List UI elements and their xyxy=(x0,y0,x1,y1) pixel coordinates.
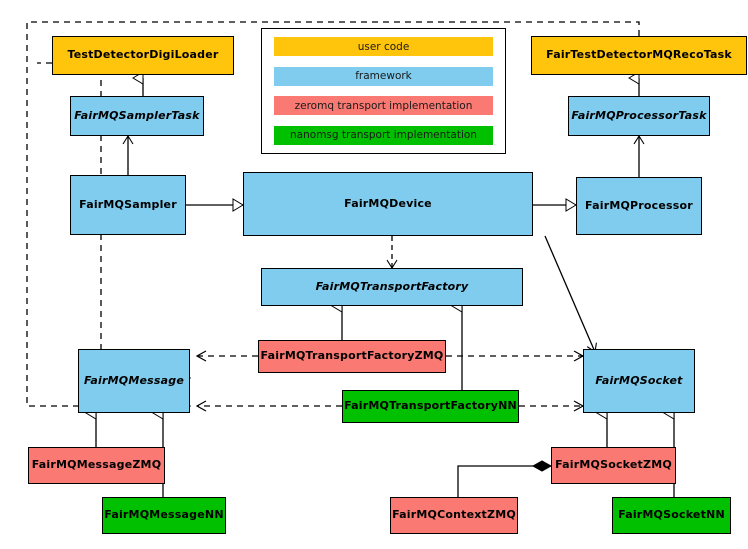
node-label: FairMQMessageNN xyxy=(104,508,224,522)
node-label: FairMQTransportFactory xyxy=(315,279,469,293)
legend-item-framework: framework xyxy=(274,66,493,86)
node-fairmq-socket-zmq[interactable]: FairMQSocketZMQ xyxy=(551,447,676,484)
node-label: FairMQSocketNN xyxy=(618,508,725,522)
node-fairmq-device[interactable]: FairMQDevice xyxy=(243,172,533,236)
node-label: FairMQProcessorTask xyxy=(571,108,707,122)
node-fairmq-transport-factory-nn[interactable]: FairMQTransportFactoryNN xyxy=(342,390,519,423)
legend-item-nanomsg: nanomsg transport implementation xyxy=(274,125,493,145)
node-fairmq-transport-factory-zmq[interactable]: FairMQTransportFactoryZMQ xyxy=(258,340,446,373)
node-fairmq-message-nn[interactable]: FairMQMessageNN xyxy=(102,497,226,534)
node-label: FairMQSocketZMQ xyxy=(555,458,672,472)
node-fairmq-sampler-task[interactable]: FairMQSamplerTask xyxy=(70,96,204,136)
legend-label: zeromq transport implementation xyxy=(294,99,473,112)
node-test-detector-digi-loader[interactable]: TestDetectorDigiLoader xyxy=(52,36,234,75)
node-label: FairMQProcessor xyxy=(585,198,693,212)
node-fairmq-processor-task[interactable]: FairMQProcessorTask xyxy=(568,96,710,136)
node-fairmq-transport-factory[interactable]: FairMQTransportFactory xyxy=(261,268,523,306)
node-label: FairMQTransportFactoryZMQ xyxy=(260,349,444,363)
node-fairmq-sampler[interactable]: FairMQSampler xyxy=(70,175,186,235)
node-label: FairMQMessage xyxy=(83,373,185,387)
node-label: FairMQMessageZMQ xyxy=(31,458,162,472)
node-label: FairMQDevice xyxy=(344,196,432,210)
node-label: FairMQTransportFactoryNN xyxy=(344,399,517,413)
node-fairmq-context-zmq[interactable]: FairMQContextZMQ xyxy=(390,497,518,534)
node-fairmq-socket[interactable]: FairMQSocket xyxy=(583,349,695,413)
legend-label: user code xyxy=(357,40,410,53)
node-fairmq-processor[interactable]: FairMQProcessor xyxy=(576,177,702,235)
node-fairmq-message-zmq[interactable]: FairMQMessageZMQ xyxy=(28,447,165,484)
node-fair-test-detector-mq-reco-task[interactable]: FairTestDetectorMQRecoTask xyxy=(531,36,747,75)
legend-box: user code framework zeromq transport imp… xyxy=(261,28,506,154)
node-label: FairTestDetectorMQRecoTask xyxy=(546,48,732,62)
node-label: FairMQContextZMQ xyxy=(392,508,516,522)
node-label: FairMQSamplerTask xyxy=(74,108,200,122)
legend-item-user-code: user code xyxy=(274,37,493,56)
node-label: FairMQSampler xyxy=(79,197,177,211)
node-label: FairMQSocket xyxy=(595,373,683,387)
legend-label: framework xyxy=(355,70,412,83)
node-fairmq-message[interactable]: FairMQMessage xyxy=(78,349,190,413)
node-label: TestDetectorDigiLoader xyxy=(67,48,219,62)
node-fairmq-socket-nn[interactable]: FairMQSocketNN xyxy=(612,497,731,534)
legend-label: nanomsg transport implementation xyxy=(290,129,477,142)
legend-item-zeromq: zeromq transport implementation xyxy=(274,96,493,116)
